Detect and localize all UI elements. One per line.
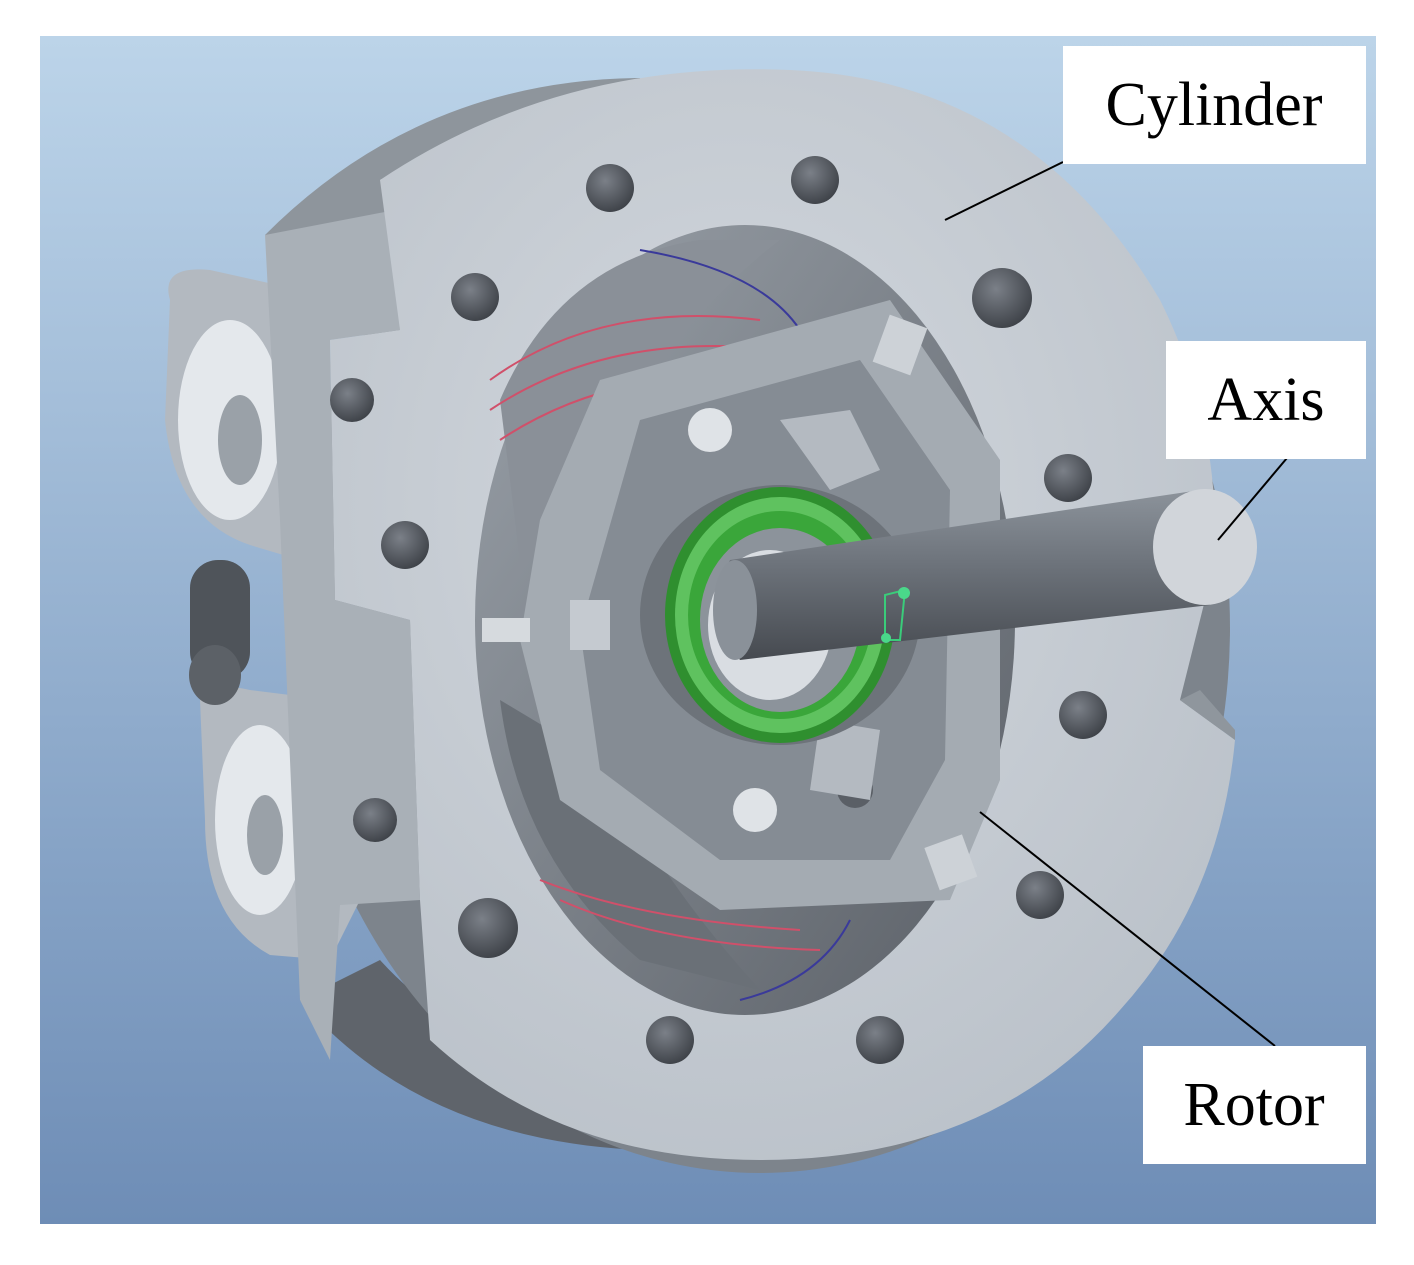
bolt-hole [381,521,429,569]
cylinder-label-box: Cylinder [1063,46,1366,164]
bolt-hole [451,273,499,321]
axis-shaft [713,489,1257,660]
bolt-hole [353,798,397,842]
callout-lines [944,161,1288,1047]
axis-label: Axis [1207,366,1324,434]
bolt-hole [791,156,839,204]
rotor-label-box: Rotor [1143,1046,1366,1164]
trace-line [639,249,801,331]
cylinder-callout-line [944,161,1064,221]
rotor-callout-line [979,811,1276,1047]
bolt-hole [1044,454,1092,502]
bolt-hole [330,378,374,422]
bolt-hole-ring [330,156,1107,1064]
bolt-hole [972,268,1032,328]
trace-line [739,919,851,1001]
left-mounting-lugs [165,210,420,1060]
bolt-hole [1016,871,1064,919]
trace-line [539,879,801,931]
axis-label-box: Axis [1166,341,1366,459]
axis-callout-line [1217,457,1288,541]
trace-line [489,315,761,381]
trace-line [559,899,821,951]
rotor-label: Rotor [1183,1071,1325,1139]
bolt-hole [586,164,634,212]
bolt-hole [646,1016,694,1064]
bolt-hole [458,898,518,958]
bolt-hole [1059,691,1107,739]
cylinder-label: Cylinder [1106,71,1323,139]
bolt-hole [856,1016,904,1064]
